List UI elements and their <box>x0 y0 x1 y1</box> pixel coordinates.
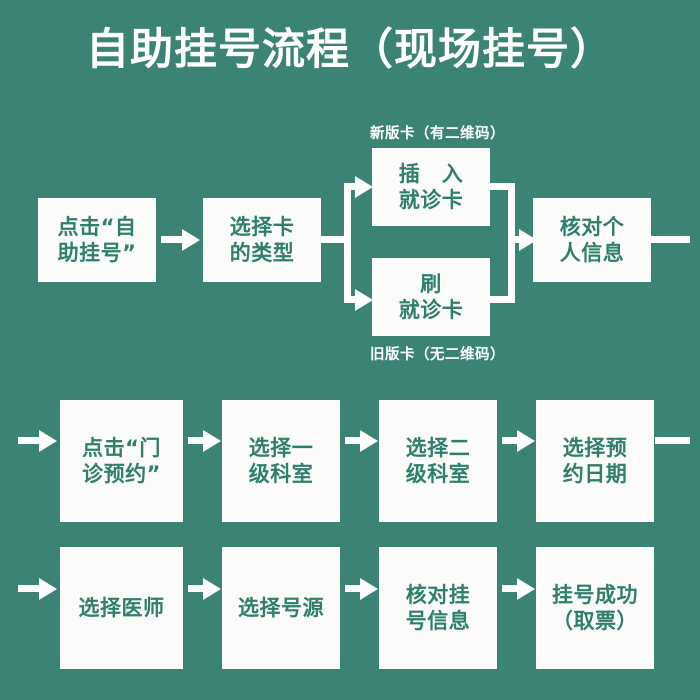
arrow-row3-step1-to-step2 <box>188 585 204 592</box>
arrow-to-verify-personal-info <box>508 236 520 243</box>
connector-merge-spine <box>508 183 515 303</box>
connector-split-stem <box>321 236 351 243</box>
step-swipe-card[interactable]: 刷 就诊卡 <box>372 258 490 336</box>
step-label: 核对个 人信息 <box>559 214 625 265</box>
step-label: 点击“自 助挂号” <box>57 214 137 265</box>
connector-merge-top <box>490 183 515 190</box>
step-label: 选择卡 的类型 <box>229 214 295 265</box>
step-label: 选择二 级科室 <box>405 435 471 486</box>
step-click-outpatient-appointment[interactable]: 点击“门 诊预约” <box>60 400 183 522</box>
step-label: 选择号源 <box>238 595 324 620</box>
arrow-row3-step2-to-step3 <box>345 585 361 592</box>
step-select-slot[interactable]: 选择号源 <box>222 547 340 669</box>
connector-row1-exit <box>651 236 690 243</box>
arrow-row3-entry <box>18 585 40 592</box>
caption-new-card: 新版卡（有二维码） <box>370 126 505 142</box>
step-label: 刷 就诊卡 <box>398 271 464 322</box>
step-label: 点击“门 诊预约” <box>82 435 161 486</box>
arrow-row2-step2-to-step3 <box>345 437 361 444</box>
arrow-row2-entry <box>18 437 40 444</box>
caption-old-card: 旧版卡（无二维码） <box>370 347 505 363</box>
arrow-row2-step1-to-step2 <box>188 437 204 444</box>
step-click-self-service[interactable]: 点击“自 助挂号” <box>38 198 156 282</box>
step-registration-success[interactable]: 挂号成功 （取票） <box>536 547 654 669</box>
page-title: 自助挂号流程（现场挂号） <box>86 25 614 75</box>
step-label: 选择预 约日期 <box>562 435 628 486</box>
step-label: 选择医师 <box>78 595 165 620</box>
connector-row2-exit <box>655 437 690 444</box>
arrow-row3-step3-to-step4 <box>502 585 518 592</box>
step-label: 核对挂 号信息 <box>405 582 471 633</box>
connector-split-spine <box>344 183 351 303</box>
step-select-doctor[interactable]: 选择医师 <box>60 547 183 669</box>
step-select-appointment-date[interactable]: 选择预 约日期 <box>536 400 654 522</box>
step-select-card-type[interactable]: 选择卡 的类型 <box>203 198 321 282</box>
step-label: 选择一 级科室 <box>248 435 314 486</box>
step-insert-card[interactable]: 插 入 就诊卡 <box>372 148 490 226</box>
step-label: 挂号成功 （取票） <box>552 582 638 633</box>
arrow-step1-to-step2 <box>161 236 183 243</box>
connector-merge-bottom <box>490 296 515 303</box>
step-select-secondary-department[interactable]: 选择二 级科室 <box>379 400 497 522</box>
step-verify-personal-info[interactable]: 核对个 人信息 <box>533 198 651 282</box>
arrow-to-swipe-card <box>344 296 356 303</box>
step-select-primary-department[interactable]: 选择一 级科室 <box>222 400 340 522</box>
arrow-row2-step3-to-step4 <box>502 437 518 444</box>
step-label: 插 入 就诊卡 <box>398 161 464 212</box>
arrow-to-insert-card <box>344 183 356 190</box>
step-verify-registration-info[interactable]: 核对挂 号信息 <box>379 547 497 669</box>
